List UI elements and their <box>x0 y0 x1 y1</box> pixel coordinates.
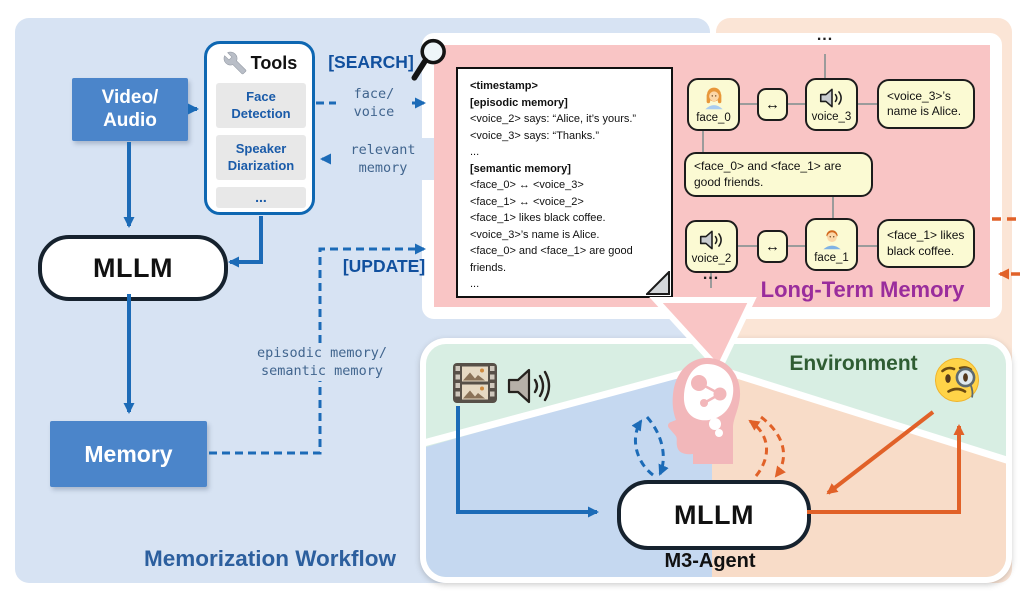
graph-annotation-face1: <face_1> likes black coffee. <box>877 219 975 268</box>
note-line: <timestamp> <box>470 80 538 92</box>
tools-title: Tools <box>250 52 298 73</box>
environment-label: Environment <box>789 352 918 375</box>
graph-node-face0: face_0 <box>687 78 740 131</box>
face-voice-label: face/ voice <box>336 82 412 124</box>
graph-node-label: face_1 <box>814 252 849 264</box>
agent-mllm-box: MLLM <box>617 480 811 550</box>
note-line: <face_1> likes black coffee. <box>470 212 606 224</box>
man-avatar-icon <box>822 230 841 250</box>
audio-speaker-icon <box>507 368 551 404</box>
long-term-memory-title: Long-Term Memory <box>760 277 965 302</box>
agent-caption: M3-Agent <box>664 550 756 572</box>
graph-relation-box: ↔ <box>757 88 788 121</box>
film-strip-icon <box>453 363 497 403</box>
tools-box: Tools Face Detection Speaker Diarization… <box>204 41 315 215</box>
speaker-icon <box>819 88 842 108</box>
wrench-icon <box>223 51 246 75</box>
note-fold-corner-icon <box>646 271 670 295</box>
graph-node-label: voice_2 <box>691 253 732 265</box>
graph-node-label: face_0 <box>696 112 731 124</box>
relevant-memory-label: relevant memory <box>332 138 434 180</box>
note-line: ... <box>470 146 480 158</box>
note-line: <voice_3>’s name is Alice. <box>470 228 600 241</box>
note-line: <face_0> and <face_1> are good friends. <box>470 245 633 274</box>
memory-note: <timestamp> [episodic memory] <voice_2> … <box>456 67 673 298</box>
brain-head-icon <box>667 357 741 464</box>
monocle-face-icon <box>935 358 979 402</box>
tool-item-face-detection: Face Detection <box>216 83 306 128</box>
video-audio-box: Video/ Audio <box>72 78 188 141</box>
tool-item-more: ... <box>216 187 306 208</box>
note-line: <face_0> ↔ <voice_3> <box>470 179 584 191</box>
note-line: ... <box>470 278 480 290</box>
episodic-semantic-label: episodic memory/ semantic memory <box>238 343 406 381</box>
woman-avatar-icon <box>704 87 723 110</box>
update-label: [UPDATE] <box>342 256 426 276</box>
note-line: <voice_3> says: “Thanks.” <box>470 129 600 142</box>
memory-box: Memory <box>50 421 207 487</box>
magnifier-icon <box>411 38 446 81</box>
speaker-icon <box>699 230 722 250</box>
graph-node-voice3: voice_3 <box>805 78 858 131</box>
search-label: [SEARCH] <box>328 52 414 72</box>
graph-node-face1: face_1 <box>805 218 858 271</box>
graph-node-voice2: voice_2 <box>685 220 738 273</box>
graph-ellipsis-bottom: ... <box>702 266 720 283</box>
note-line: [episodic memory] <box>470 96 568 109</box>
graph-relation-box: ↔ <box>757 230 788 263</box>
workflow-mllm-box: MLLM <box>38 235 228 301</box>
note-line: <face_1> ↔ <voice_2> <box>470 195 584 208</box>
graph-annotation-voice3: <voice_3>’s name is Alice. <box>877 79 975 129</box>
graph-node-label: voice_3 <box>811 111 852 123</box>
tool-item-speaker-diarization: Speaker Diarization <box>216 135 306 180</box>
graph-annotation-friends: <face_0> and <face_1> are good friends. <box>684 152 873 197</box>
memorization-workflow-title: Memorization Workflow <box>143 546 397 571</box>
note-line: <voice_2> says: “Alice, it’s yours.” <box>470 113 637 125</box>
graph-ellipsis-top: ... <box>816 27 834 44</box>
note-line: [semantic memory] <box>470 162 571 175</box>
